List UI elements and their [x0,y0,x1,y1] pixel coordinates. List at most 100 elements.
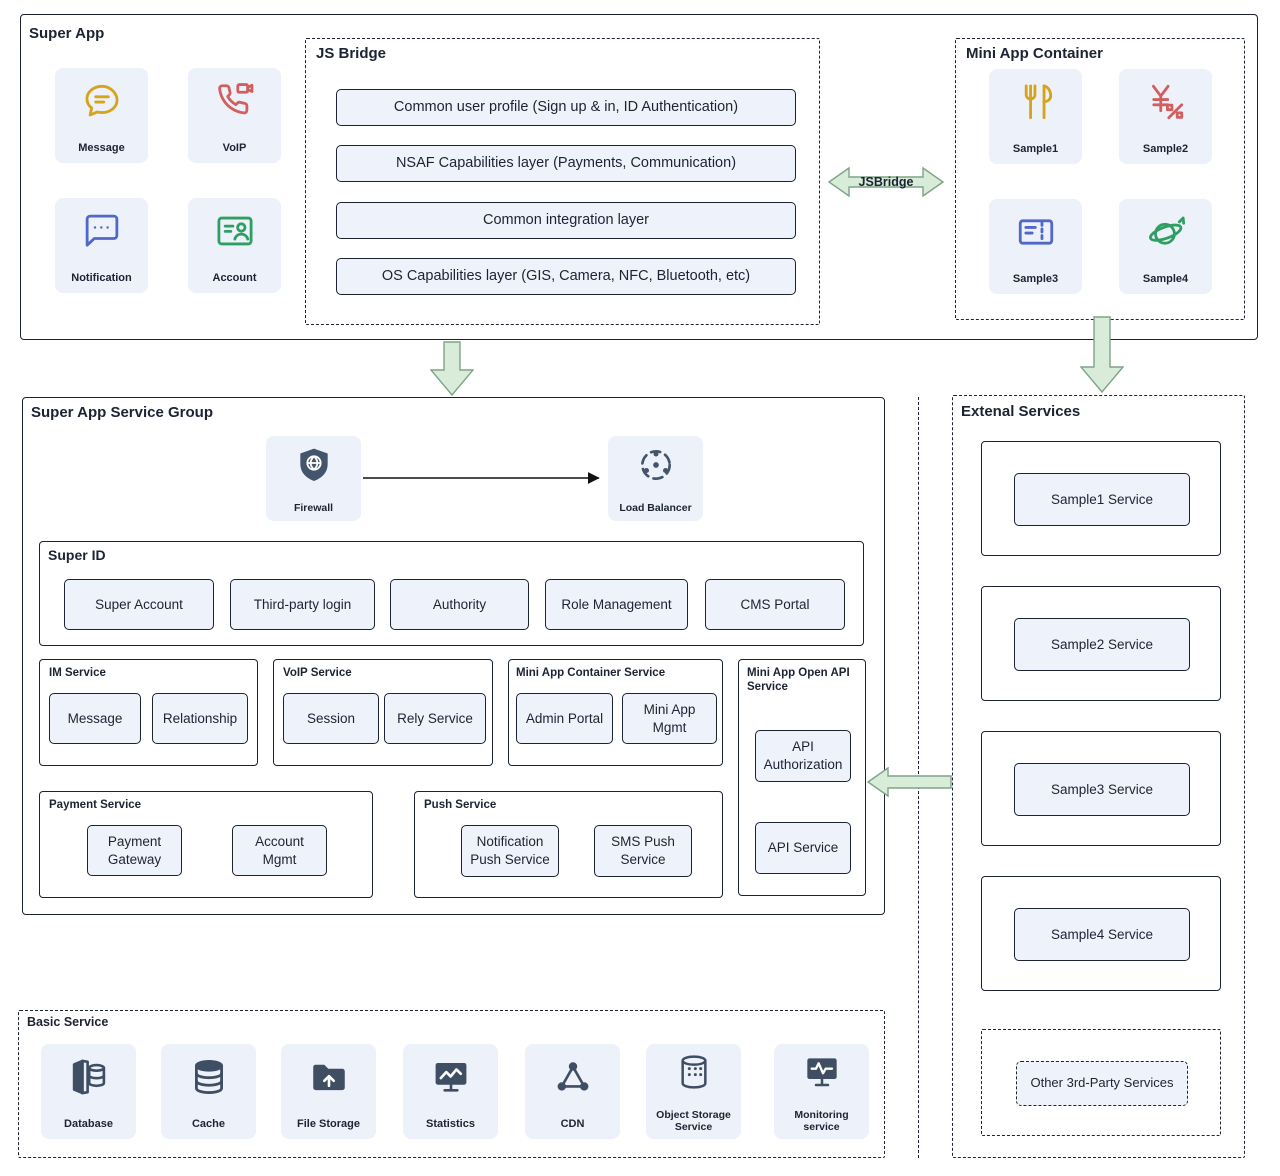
service-box-admin-portal: Admin Portal [516,693,613,744]
service-box-relationship: Relationship [152,693,248,744]
tile-label: Sample2 [1142,143,1189,156]
tile-label: File Storage [297,1118,360,1131]
mini-app-container-title: Mini App Container [966,45,1103,62]
service-box-cms-portal: CMS Portal [705,579,845,630]
message-icon [81,80,123,122]
service-box-sample2-service: Sample2 Service [1014,618,1190,671]
tile-label: Database [64,1118,113,1131]
service-group-title: Super App Service Group [31,404,213,421]
service-box-other-third-party: Other 3rd-Party Services [1016,1061,1188,1106]
tile-sample1: Sample1 [989,69,1082,164]
payment-service-title: Payment Service [49,799,142,811]
tile-database: Database [41,1044,136,1139]
utensils-icon [1015,81,1057,123]
tile-firewall: Firewall [266,436,361,521]
tile-label: Account [212,272,257,285]
service-box-sms-push: SMS Push Service [594,825,692,877]
service-box-api-authorization: API Authorization [755,730,851,782]
tile-label: VoIP [222,142,247,155]
js-bridge-layer: OS Capabilities layer (GIS, Camera, NFC,… [336,258,796,295]
notification-icon [81,210,123,252]
mini-app-container-service: Mini App Container Service Admin Portal … [508,659,723,766]
tile-voip: VoIP [188,68,281,163]
im-service-title: IM Service [49,667,106,679]
voip-service-title: VoIP Service [283,667,352,679]
payment-service-container: Payment Service Payment Gateway Account … [39,791,373,898]
tile-cache: Cache [161,1044,256,1139]
ticket-icon [1015,211,1057,253]
service-box-mini-app-mgmt: Mini App Mgmt [622,693,717,744]
mini-app-open-api-service: Mini App Open API Service API Authorizat… [738,659,866,896]
yen-discount-icon [1145,81,1187,123]
push-service-title: Push Service [424,799,497,811]
object-storage-icon [674,1052,714,1092]
service-box-sample3-service: Sample3 Service [1014,763,1190,816]
tile-label: CDN [560,1118,585,1131]
super-id-container: Super ID Super Account Third-party login… [39,541,864,646]
basic-service-container: Basic Service Database [18,1010,885,1158]
firewall-to-loadbalancer-arrow [363,472,600,484]
tile-label: Firewall [293,501,334,514]
tile-load-balancer: Load Balancer [608,436,703,521]
file-storage-icon [308,1056,350,1098]
service-group-container: Super App Service Group Firewall [22,397,885,915]
service-box-session: Session [283,693,379,744]
down-arrow-to-external-services [1080,316,1124,393]
tile-label: Sample4 [1142,273,1189,286]
planet-icon [1145,211,1187,253]
voip-icon [214,80,256,122]
service-box-role-management: Role Management [545,579,688,630]
tile-monitoring: Monitoring service [774,1044,869,1139]
mini-app-container: Mini App Container Sample1 [955,38,1245,320]
service-box-rely-service: Rely Service [384,693,486,744]
database-icon [68,1056,110,1098]
sample1-service-outer: Sample1 Service [981,441,1221,556]
super-app-title: Super App [29,25,105,42]
tile-notification: Notification [55,198,148,293]
cache-icon [188,1056,230,1098]
tile-account: Account [188,198,281,293]
account-icon [214,210,256,252]
tile-sample2: Sample2 [1119,69,1212,164]
sample2-service-outer: Sample2 Service [981,586,1221,701]
external-services-container: Extenal Services Sample1 Service Sample2… [952,395,1245,1158]
js-bridge-container: JS Bridge Common user profile (Sign up &… [305,38,820,325]
other-third-party-outer: Other 3rd-Party Services [981,1029,1221,1136]
load-balancer-icon [636,445,676,485]
service-box-sample1-service: Sample1 Service [1014,473,1190,526]
service-box-super-account: Super Account [64,579,214,630]
js-bridge-layer: Common integration layer [336,202,796,239]
down-arrow-to-service-group [430,341,474,396]
tile-label: Statistics [426,1118,475,1131]
push-service-container: Push Service Notification Push Service S… [414,791,723,898]
tile-label: Sample1 [1012,143,1059,156]
tile-label: Sample3 [1012,273,1059,286]
service-box-payment-gateway: Payment Gateway [87,825,182,876]
service-box-im-message: Message [49,693,141,744]
mini-app-container-service-title: Mini App Container Service [516,667,666,679]
mini-app-open-api-service-title: Mini App Open API Service [747,667,850,694]
service-box-authority: Authority [390,579,529,630]
im-service-container: IM Service Message Relationship [39,659,258,766]
tile-label: Message [78,142,125,155]
tile-label: Monitoring service [794,1108,849,1133]
js-bridge-layer: Common user profile (Sign up & in, ID Au… [336,89,796,126]
service-box-sample4-service: Sample4 Service [1014,908,1190,961]
tile-label: Notification [71,272,132,285]
tile-cdn: CDN [525,1044,620,1139]
tile-label: Load Balancer [619,501,692,514]
service-box-account-mgmt: Account Mgmt [232,825,327,876]
service-box-third-party-login: Third-party login [230,579,375,630]
voip-service-container: VoIP Service Session Rely Service [273,659,493,766]
js-bridge-layer: NSAF Capabilities layer (Payments, Commu… [336,145,796,182]
jsbridge-arrow-label: JSBridge [858,175,914,189]
super-id-title: Super ID [48,547,106,563]
jsbridge-arrow: JSBridge [827,163,945,201]
cdn-icon [552,1056,594,1098]
sample4-service-outer: Sample4 Service [981,876,1221,991]
service-box-notification-push: Notification Push Service [461,825,559,877]
tile-statistics: Statistics [403,1044,498,1139]
tile-sample4: Sample4 [1119,199,1212,294]
left-arrow-external-to-api [866,766,952,798]
